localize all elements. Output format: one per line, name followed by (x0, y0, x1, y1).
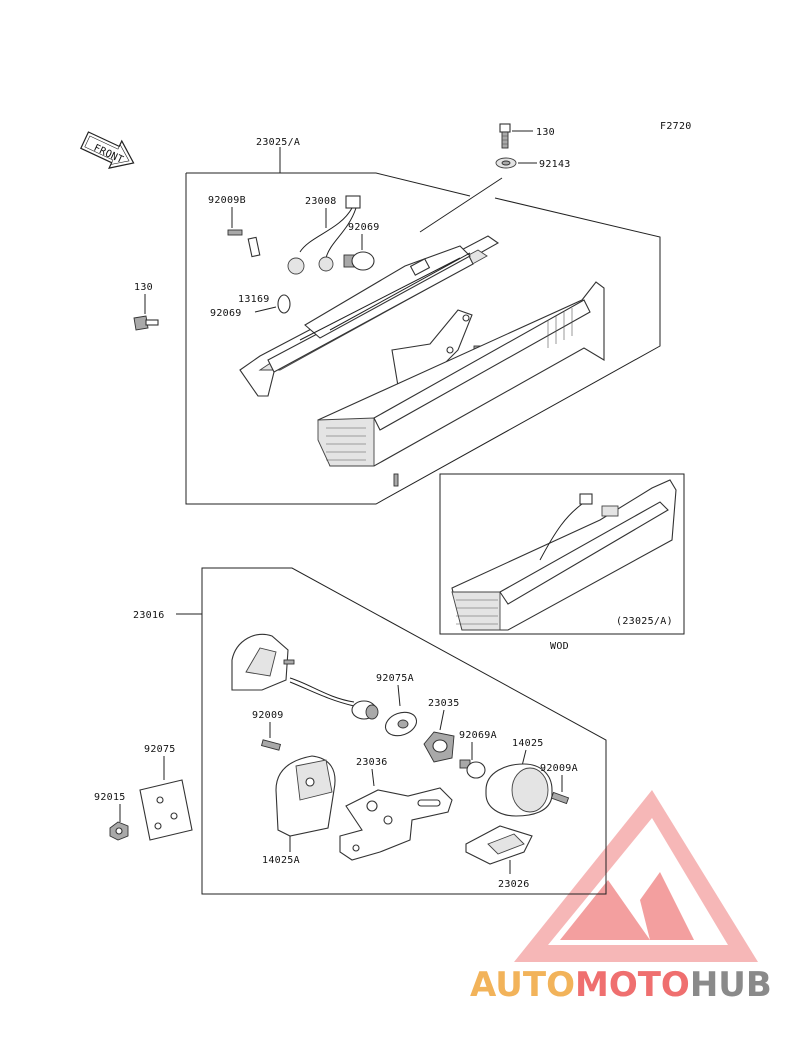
socket-23035 (423, 731, 455, 763)
label-92069a: 92069A (459, 730, 497, 741)
label-92009b: 92009B (208, 195, 246, 206)
cover-14025a (275, 755, 336, 837)
watermark-part-3: HUB (690, 965, 772, 1005)
label-130-left: 130 (134, 282, 153, 293)
socket-wire-23008 (287, 195, 361, 275)
screw-92009 (260, 739, 282, 751)
grommet-92143 (495, 157, 517, 169)
nut-92015 (109, 821, 129, 841)
label-92075a: 92075A (376, 673, 414, 684)
taillight-lens (317, 281, 605, 487)
reflector-23026 (465, 825, 533, 865)
variant-box (439, 473, 685, 635)
label-23025a: 23025/A (256, 137, 300, 148)
taillight-housing (239, 235, 500, 397)
label-23036: 23036 (356, 757, 388, 768)
label-92015: 92015 (94, 792, 126, 803)
label-14025: 14025 (512, 738, 544, 749)
gasket-plate-92075 (139, 779, 193, 841)
leader-14025 (521, 749, 527, 767)
leader-92143-down (419, 177, 503, 233)
bulb-92069-top (343, 251, 375, 271)
assembly-box-lower (201, 567, 607, 895)
bolt-130-top (499, 123, 511, 149)
wire-socket (289, 677, 379, 720)
variant-lens (451, 479, 677, 631)
label-23026: 23026 (498, 879, 530, 890)
watermark-logo (514, 790, 758, 962)
label-92009a: 92009A (540, 763, 578, 774)
watermark-text: AUTOMOTOHUB (470, 965, 772, 1005)
figure-code: F2720 (660, 121, 692, 132)
license-lamp-base (231, 633, 295, 691)
front-arrow-icon (80, 131, 135, 169)
label-92069-top: 92069 (348, 222, 380, 233)
bulb-92069a (459, 759, 486, 779)
gasket-92075a (384, 711, 418, 737)
label-13169: 13169 (238, 294, 270, 305)
lens-14025 (485, 763, 553, 817)
label-14025a: 14025A (262, 855, 300, 866)
label-23035: 23035 (428, 698, 460, 709)
leader-92069-mid (254, 306, 277, 313)
label-92009: 92009 (252, 710, 284, 721)
watermark-part-2: MOTO (575, 965, 690, 1005)
leader-92075a (397, 684, 401, 707)
label-92143: 92143 (539, 159, 571, 170)
watermark-part-1: AUTO (470, 965, 575, 1005)
assembly-box-upper (185, 173, 661, 505)
assembly-box-upper-top (186, 172, 471, 197)
leader-23035 (439, 709, 445, 731)
label-23008: 23008 (305, 196, 337, 207)
variant-ref: (23025/A) (616, 616, 673, 627)
screw-92009b (227, 229, 261, 258)
label-92069-mid: 92069 (210, 308, 242, 319)
leader-23036 (371, 768, 375, 787)
label-23016: 23016 (133, 610, 165, 621)
screw-92009a (550, 791, 570, 805)
bulb-92069-mid (277, 294, 291, 314)
bracket-23036 (339, 787, 453, 861)
bolt-130-left (133, 315, 159, 331)
label-130-top: 130 (536, 127, 555, 138)
variant-label: WOD (550, 641, 569, 652)
label-92075: 92075 (144, 744, 176, 755)
